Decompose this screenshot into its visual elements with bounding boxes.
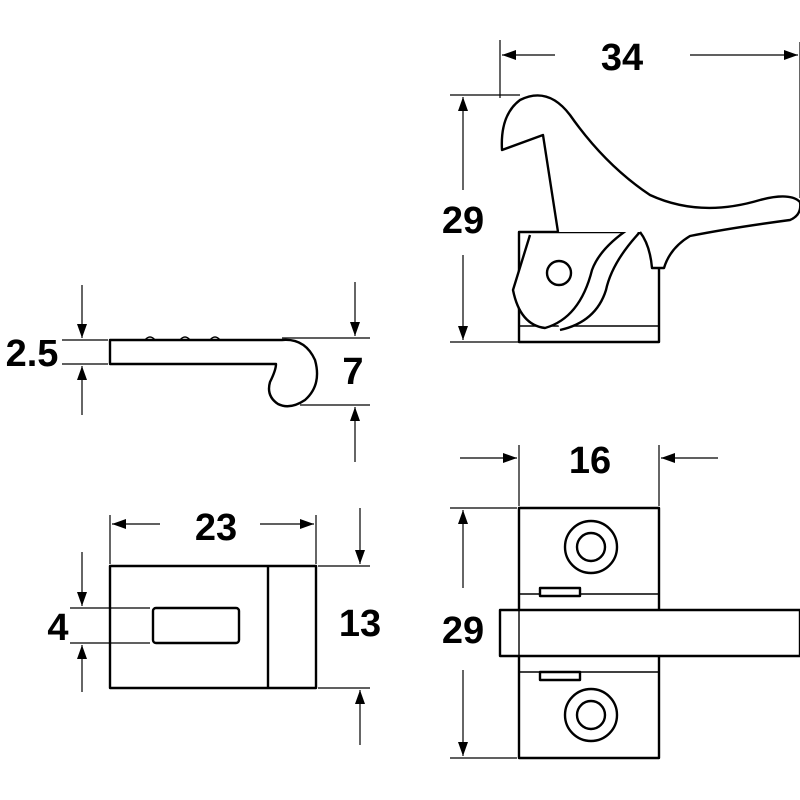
front-tab-lower (538, 670, 582, 682)
dim-34-label: 34 (601, 37, 643, 79)
hook-side-view: 34 29 (442, 37, 800, 344)
dim-29-top-label: 29 (442, 200, 484, 242)
hook-cam-curve (511, 226, 642, 332)
dim-16-label: 16 (569, 440, 611, 482)
front-screw-hole-bottom-inner (575, 699, 607, 731)
front-screw-hole-top-inner (575, 531, 607, 563)
dim-2-5-label: 2.5 (6, 333, 59, 375)
dim-13-label: 13 (339, 603, 381, 645)
plate-profile-outline (108, 338, 319, 408)
hook-pivot-hole (545, 259, 573, 287)
dim-29-front-label: 29 (442, 610, 484, 652)
plate-profile-ridges (144, 336, 221, 341)
front-tab-upper (538, 586, 582, 598)
plate-top-view: 23 4 13 (47, 507, 381, 745)
hook-arm (500, 94, 800, 270)
dim-23-label: 23 (195, 507, 237, 549)
dim-7-label: 7 (342, 351, 363, 393)
plate-side-profile: 2.5 7 (6, 282, 370, 462)
dim-4-label: 4 (47, 607, 68, 649)
plate-slot (151, 606, 241, 645)
hook-front-view: 16 29 (442, 440, 800, 760)
front-lever-bar (498, 608, 800, 658)
